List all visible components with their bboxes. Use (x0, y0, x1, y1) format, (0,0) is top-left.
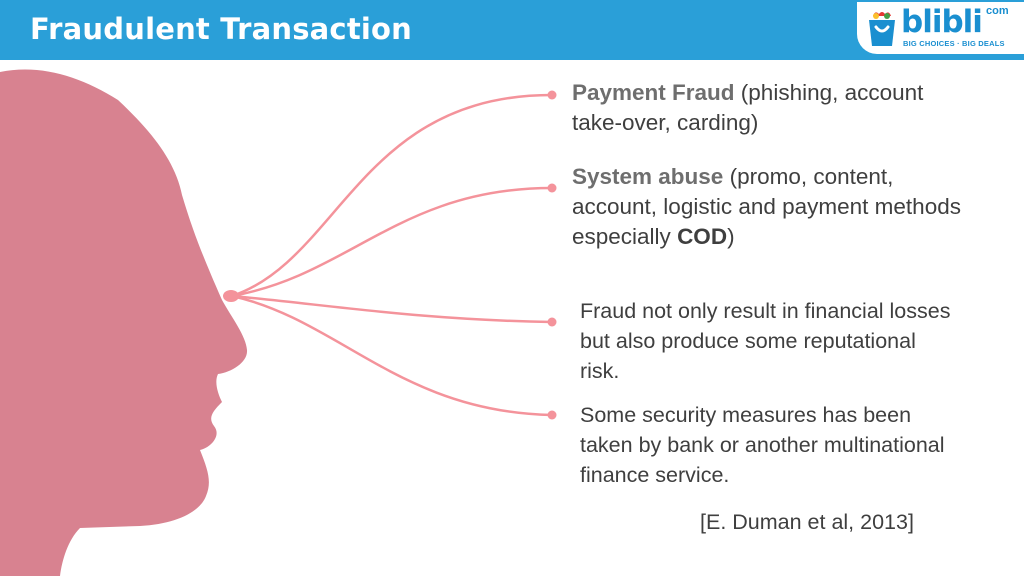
item-bold: System abuse (572, 164, 724, 189)
connector-1 (231, 93, 553, 298)
logo-tagline: BIG CHOICES · BIG DEALS (903, 39, 1005, 48)
endpoint-3 (547, 317, 557, 327)
blibli-logo: blibli com BIG CHOICES · BIG DEALS (857, 2, 1024, 54)
connector-4 (231, 294, 553, 417)
item-bold: Payment Fraud (572, 80, 735, 105)
connector-lines (231, 93, 553, 417)
endpoint-4 (547, 410, 557, 420)
item-text: Some security measures has been taken by… (580, 403, 945, 487)
item-text: Fraud not only result in financial losse… (580, 299, 951, 383)
item-bold-cod: COD (677, 224, 728, 249)
endpoint-1 (547, 90, 557, 100)
item-payment-fraud: Payment Fraud (phishing, account take-ov… (572, 78, 932, 138)
item-security-measures: Some security measures has been taken by… (580, 400, 960, 490)
connector-3 (231, 294, 553, 324)
origin-dot (223, 290, 239, 302)
endpoint-2 (547, 183, 557, 193)
item-text: (phishing, account take-over, carding) (572, 80, 924, 135)
logo-wordmark: blibli (901, 4, 983, 40)
item-system-abuse: System abuse (promo, content, account, l… (572, 162, 972, 252)
item-reputational-risk: Fraud not only result in financial losse… (580, 296, 960, 386)
shopping-bag-icon (869, 12, 895, 46)
head-silhouette (0, 69, 248, 576)
page-title: Fraudulent Transaction (30, 12, 412, 46)
item-text: (promo, content, account, logistic and p… (572, 164, 961, 249)
logo-suffix: com (986, 5, 1009, 17)
header-bar: Fraudulent Transaction blibli com BIG CH… (0, 0, 1024, 60)
citation: [E. Duman et al, 2013] (700, 510, 914, 534)
connector-2 (231, 186, 553, 298)
item-tail: ) (727, 224, 735, 249)
